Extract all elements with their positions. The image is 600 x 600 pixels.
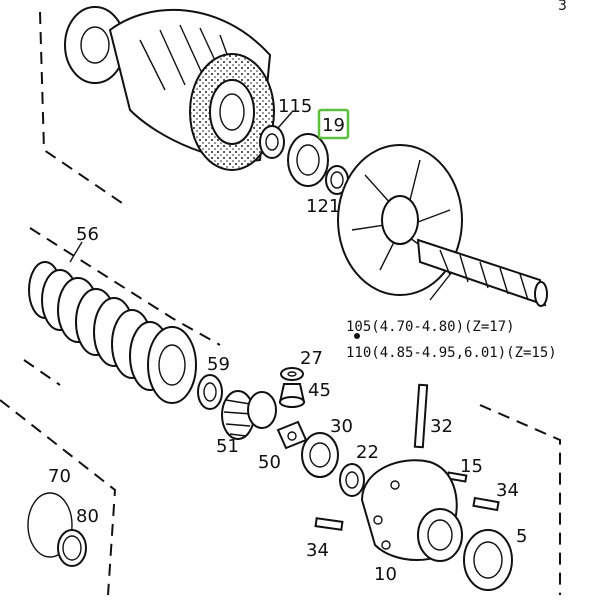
part-51-gear [221, 390, 277, 440]
label-27: 27 [300, 348, 323, 369]
part-115-bearing [259, 125, 285, 159]
label-30: 30 [330, 416, 353, 437]
part-80-seal [57, 529, 87, 567]
label-5: 5 [516, 526, 527, 547]
part-45-pinion [278, 383, 306, 408]
label-34-left: 34 [306, 540, 329, 561]
part-34-pin-right [472, 496, 500, 512]
part-22-washer [339, 463, 365, 497]
housing-outline-mid [23, 227, 221, 386]
highlight-box-19 [317, 108, 350, 140]
label-10: 10 [374, 564, 397, 585]
label-59: 59 [207, 354, 230, 375]
label-70: 70 [48, 466, 71, 487]
label-56: 56 [76, 224, 99, 245]
label-34-right: 34 [496, 480, 519, 501]
label-51: 51 [216, 436, 239, 457]
part-32-pin [413, 383, 429, 449]
label-22: 22 [356, 442, 379, 463]
clutch-pack-assembly [64, 6, 275, 171]
housing-outline-bottom-left [0, 399, 117, 596]
part-output-shaft [337, 144, 548, 307]
part-50-block [276, 420, 308, 450]
part-56-clutch-plates [28, 261, 197, 404]
label-19: 19 [322, 115, 345, 136]
part-10-diff-housing [360, 459, 463, 562]
housing-outline-top [39, 11, 126, 206]
dot-marker [354, 333, 360, 339]
label-105: 105(4.70-4.80)(Z=17) [346, 319, 515, 335]
label-15: 15 [460, 456, 483, 477]
part-5-bearing [463, 529, 513, 591]
part-34-pin-left [314, 517, 344, 531]
page-number: 3 [558, 0, 567, 14]
part-59-washer [197, 374, 223, 410]
part-27-washer [280, 367, 304, 381]
housing-outline-right [479, 404, 561, 595]
label-110: 110(4.85-4.95,6.01)(Z=15) [346, 345, 557, 361]
label-32: 32 [430, 416, 453, 437]
part-19-bearing [287, 133, 329, 187]
part-30-side-gear [301, 432, 339, 478]
label-115: 115 [278, 96, 312, 117]
label-50: 50 [258, 452, 281, 473]
label-80: 80 [76, 506, 99, 527]
part-70-ring [27, 492, 73, 558]
label-45: 45 [308, 380, 331, 401]
label-121: 121 [306, 196, 340, 217]
